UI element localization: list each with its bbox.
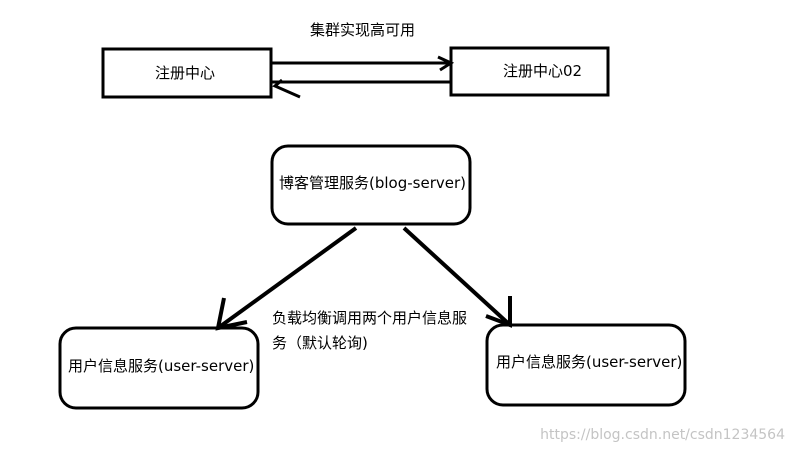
blog-server-label: 博客管理服务(blog-server) [279,174,466,192]
top-caption: 集群实现高可用 [310,21,416,39]
sync-arrow-bottom-head [272,78,301,99]
arrow-to-right-head [485,296,512,328]
user-server-right-box [485,323,687,407]
load-balance-note-line2: 务（默认轮询) [272,334,368,352]
user-server-right-label: 用户信息服务(user-server) [496,353,683,371]
registry-box-2 [449,46,610,97]
user-server-left-label: 用户信息服务(user-server) [68,357,255,375]
sync-arrow-top-head [437,55,455,72]
registry-2-label: 注册中心02 [503,62,583,80]
arrow-to-left-user-server [216,226,358,330]
registry-box-1 [101,47,273,99]
user-server-left-box [58,326,260,410]
arrow-to-right-user-server [402,226,512,327]
registry-1-label: 注册中心 [155,64,216,82]
blog-server-box [270,144,472,226]
watermark: https://blog.csdn.net/csdn1234564 [540,427,785,443]
load-balance-note-line1: 负载均衡调用两个用户信息服 [272,309,468,327]
arrow-to-left-head [215,297,248,331]
